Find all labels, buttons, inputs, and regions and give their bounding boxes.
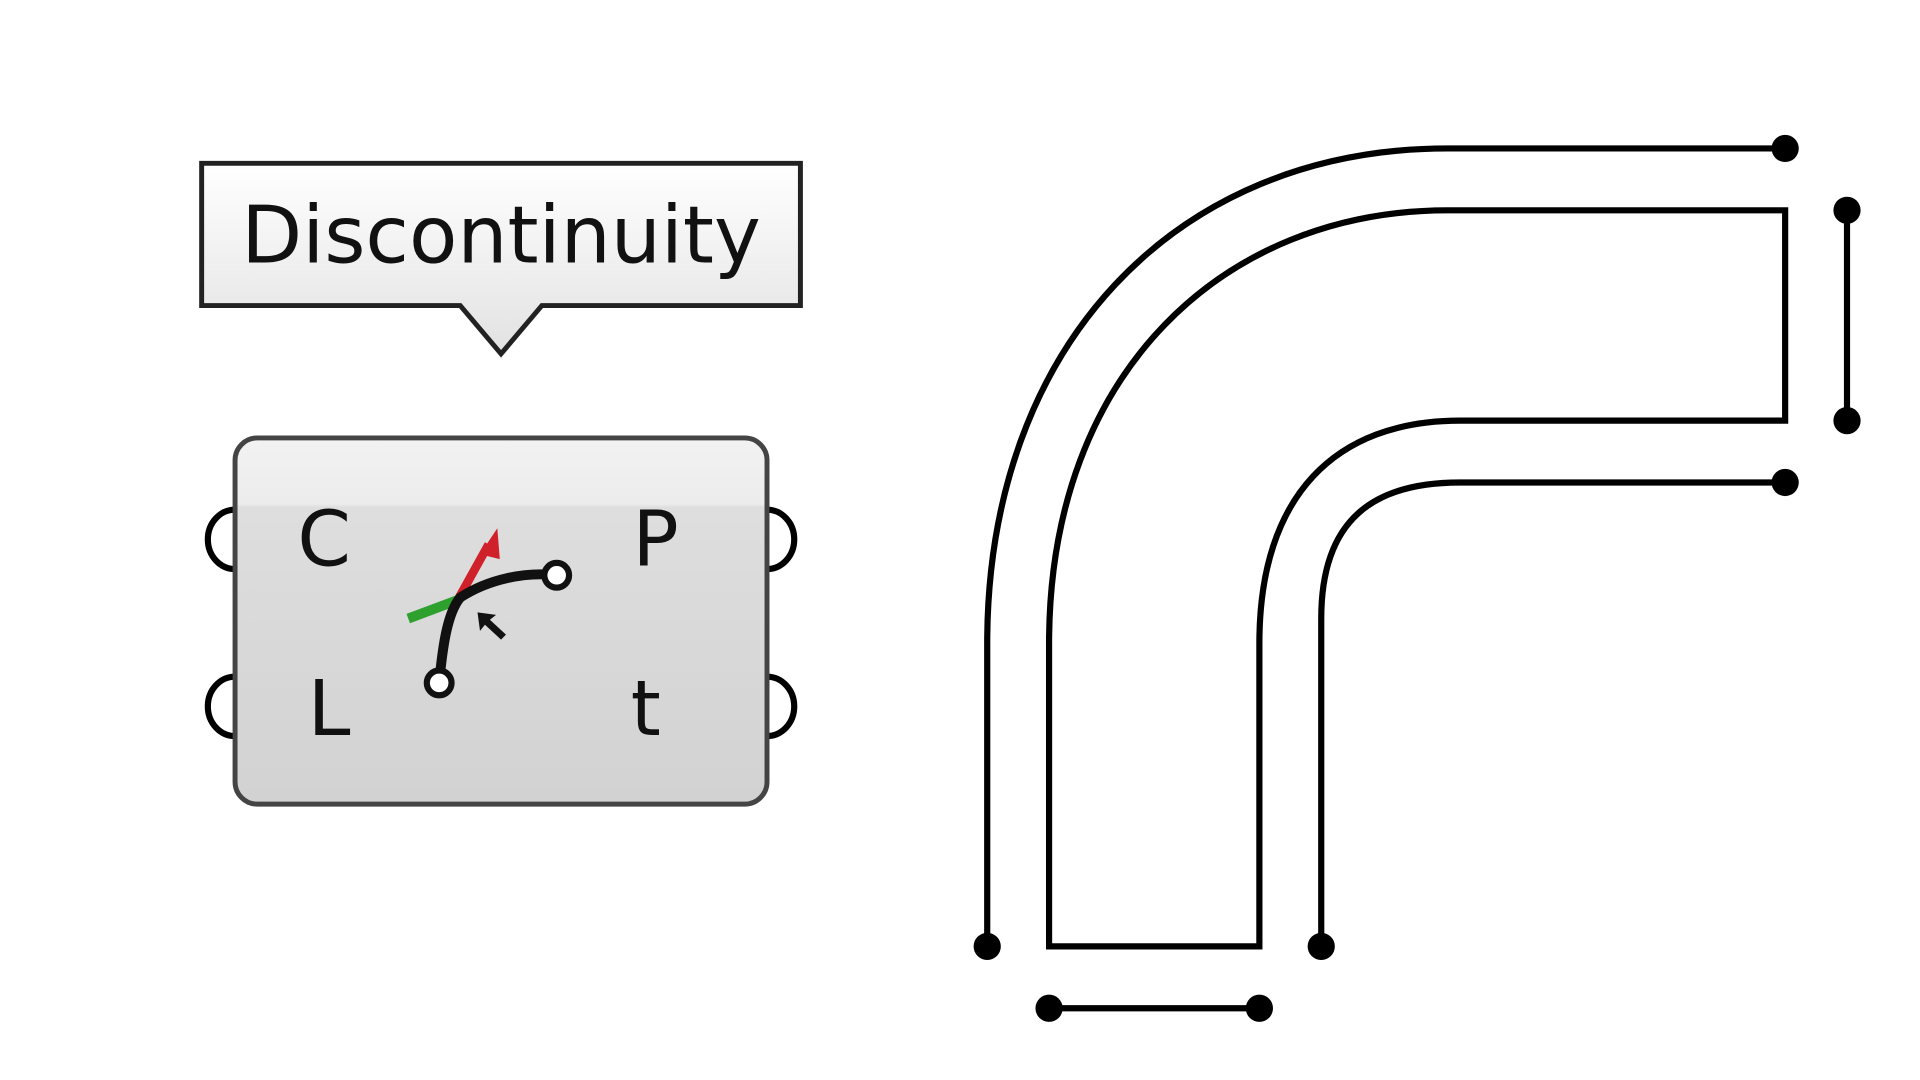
inner-offset-curve <box>1318 479 1786 947</box>
grasshopper-component[interactable]: C L P t <box>204 435 798 807</box>
offset-curves-drawing <box>973 134 1861 1022</box>
tooltip: Discontinuity <box>199 160 803 358</box>
output-label-p: P <box>633 495 679 584</box>
output-label-t: t <box>631 665 661 754</box>
input-label-l: L <box>308 665 351 754</box>
input-grip-c[interactable] <box>204 506 236 573</box>
outer-offset-curve <box>984 145 1786 947</box>
component-body[interactable] <box>232 435 770 807</box>
curve-discontinuity-icon <box>406 528 573 699</box>
width-dimension-bottom <box>1035 994 1273 1022</box>
closed-profile-curve <box>1045 207 1789 950</box>
output-grip-t[interactable] <box>766 673 798 740</box>
width-dimension-right <box>1833 196 1861 435</box>
tooltip-text: Discontinuity <box>241 189 761 281</box>
input-grip-l[interactable] <box>204 673 236 740</box>
input-label-c: C <box>297 495 351 584</box>
endpoint-dots <box>973 134 1799 960</box>
output-grip-p[interactable] <box>766 506 798 573</box>
